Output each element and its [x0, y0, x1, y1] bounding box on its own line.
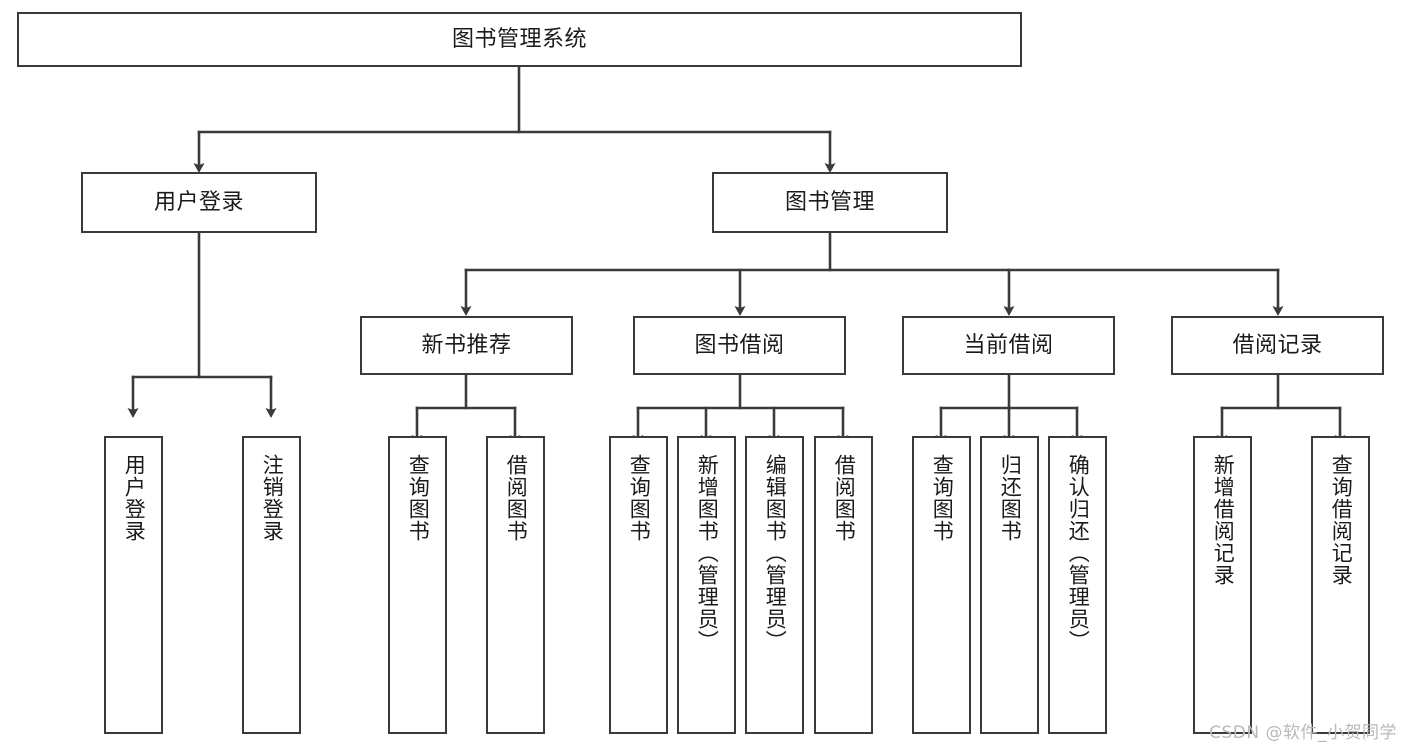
leaf-current-return-book[interactable]: 归还图书 [980, 436, 1039, 734]
csdn-watermark: CSDN @软件_小贺同学 [1209, 723, 1397, 743]
node-label: 查询图书 [930, 454, 955, 542]
node-label: 图书管理系统 [451, 26, 587, 52]
leaf-record-query[interactable]: 查询借阅记录 [1311, 436, 1370, 734]
node-book-borrow[interactable]: 图书借阅 [633, 316, 846, 375]
leaf-user-login-signin[interactable]: 用户登录 [104, 436, 163, 734]
node-label: 新书推荐 [421, 332, 512, 358]
leaf-borrow-add-book[interactable]: 新增图书（管理员） [677, 436, 736, 734]
node-label: 注销登录 [260, 454, 285, 542]
leaf-current-query-book[interactable]: 查询图书 [912, 436, 971, 734]
node-label: 借阅图书 [832, 454, 857, 542]
node-label: 图书借阅 [694, 332, 785, 358]
node-label: 用户登录 [153, 189, 244, 215]
node-root-system[interactable]: 图书管理系统 [17, 12, 1022, 67]
leaf-record-add[interactable]: 新增借阅记录 [1193, 436, 1252, 734]
leaf-new-book-borrow[interactable]: 借阅图书 [486, 436, 545, 734]
node-label: 当前借阅 [963, 332, 1054, 358]
node-label: 查询图书 [406, 454, 431, 542]
leaf-user-login-signout[interactable]: 注销登录 [242, 436, 301, 734]
leaf-borrow-borrow-book[interactable]: 借阅图书 [814, 436, 873, 734]
node-book-management[interactable]: 图书管理 [712, 172, 948, 233]
node-label: 新增借阅记录 [1211, 454, 1236, 586]
node-label: 图书管理 [784, 189, 875, 215]
node-label: 借阅图书 [504, 454, 529, 542]
node-label: 查询借阅记录 [1329, 454, 1354, 586]
leaf-new-book-query[interactable]: 查询图书 [388, 436, 447, 734]
node-new-book-recommend[interactable]: 新书推荐 [360, 316, 573, 375]
node-label: 新增图书（管理员） [695, 454, 720, 652]
node-label: 查询图书 [627, 454, 652, 542]
node-label: 借阅记录 [1232, 332, 1323, 358]
node-borrow-record[interactable]: 借阅记录 [1171, 316, 1384, 375]
leaf-current-confirm-return[interactable]: 确认归还（管理员） [1048, 436, 1107, 734]
node-label: 编辑图书（管理员） [763, 454, 788, 652]
node-label: 归还图书 [998, 454, 1023, 542]
node-current-borrow[interactable]: 当前借阅 [902, 316, 1115, 375]
node-label: 用户登录 [122, 454, 147, 542]
node-label: 确认归还（管理员） [1066, 454, 1091, 652]
node-user-login[interactable]: 用户登录 [81, 172, 317, 233]
leaf-borrow-query-book[interactable]: 查询图书 [609, 436, 668, 734]
leaf-borrow-edit-book[interactable]: 编辑图书（管理员） [745, 436, 804, 734]
